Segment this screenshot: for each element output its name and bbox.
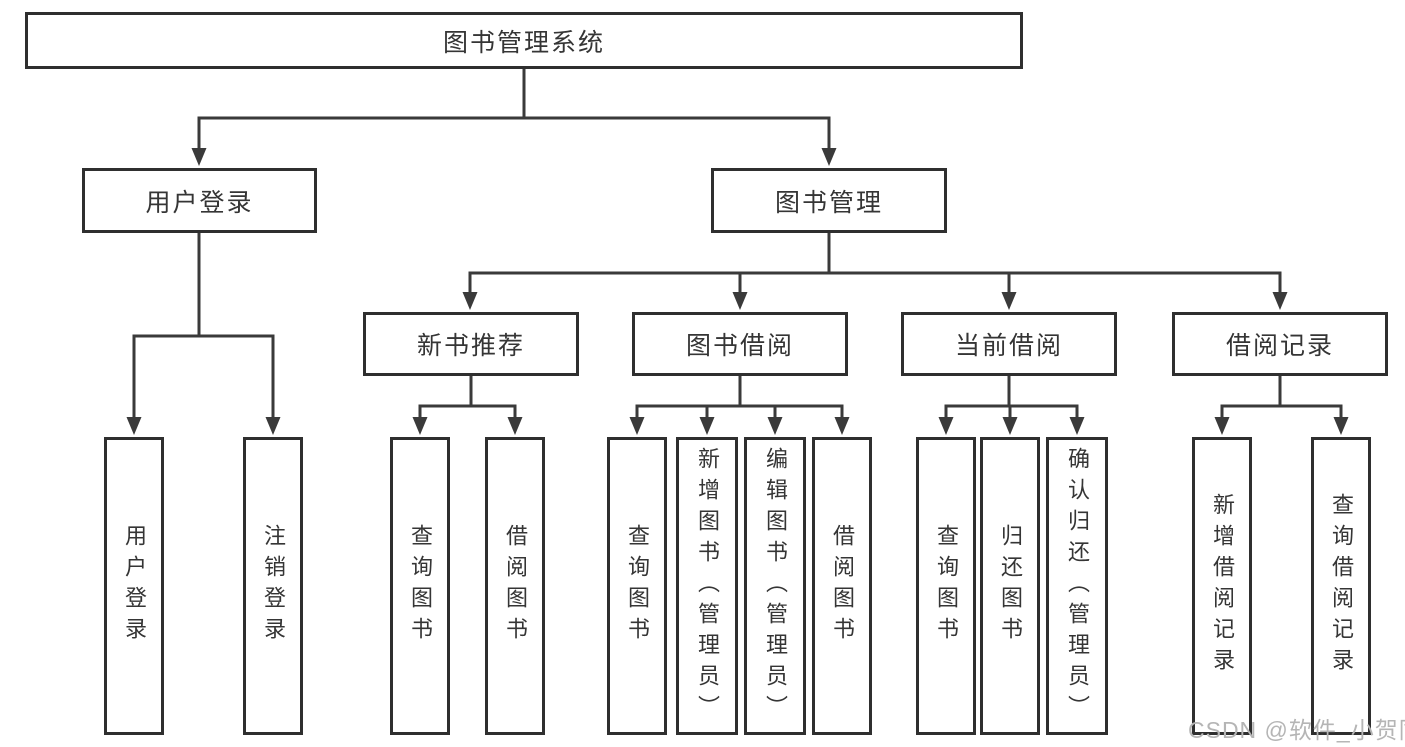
node-label: 注销登录 [261,524,286,648]
node-label: 查询图书 [625,524,650,648]
node-br-add-record: 新增借阅记录 [1192,437,1252,735]
node-label: 查询借阅记录 [1329,493,1354,679]
node-label: 用户登录 [145,188,254,217]
node-bb-query-book: 查询图书 [607,437,667,735]
arrowhead-down [1069,417,1085,435]
node-root: 图书管理系统 [25,12,1023,69]
arrowhead-down [834,417,850,435]
node-label: 图书管理系统 [442,28,605,57]
node-label: 借阅图书 [503,524,528,648]
node-bb-add-book: 新增图书（管理员） [676,437,738,735]
arrowhead-down [191,148,207,166]
arrowhead-down [126,417,142,435]
node-br-query-record: 查询借阅记录 [1311,437,1371,735]
node-label: 图书借阅 [685,332,794,360]
node-logout: 注销登录 [243,437,303,735]
arrowhead-down [629,417,645,435]
node-borrow-records: 借阅记录 [1172,312,1388,376]
watermark: CSDN @软件_小贺同学 [1188,717,1405,743]
node-label: 图书管理 [774,188,883,217]
node-new-books: 新书推荐 [363,312,579,376]
node-nb-borrow-book: 借阅图书 [485,437,545,735]
node-label: 新增借阅记录 [1210,493,1235,679]
node-label: 新增图书（管理员） [695,446,720,726]
arrowhead-down [412,417,428,435]
node-cb-query-book: 查询图书 [916,437,976,735]
arrowhead-down [507,417,523,435]
arrowhead-down [1002,417,1018,435]
node-user-login: 用户登录 [82,168,317,233]
arrowhead-down [462,292,478,310]
arrowhead-down [1214,417,1230,435]
node-bb-edit-book: 编辑图书（管理员） [744,437,806,735]
node-book-mgmt: 图书管理 [711,168,947,233]
node-label: 查询图书 [934,524,959,648]
arrowhead-down [821,148,837,166]
node-label: 当前借阅 [954,332,1063,360]
node-label: 编辑图书（管理员） [763,446,788,726]
node-label: 借阅记录 [1225,332,1334,360]
node-cb-confirm-return: 确认归还（管理员） [1046,437,1108,735]
node-login: 用户登录 [104,437,164,735]
arrowhead-down [699,417,715,435]
node-current-borrowing: 当前借阅 [901,312,1117,376]
node-bb-borrow-book: 借阅图书 [812,437,872,735]
node-cb-return-book: 归还图书 [980,437,1040,735]
node-label: 查询图书 [408,524,433,648]
node-label: 归还图书 [998,524,1023,648]
node-book-borrowing: 图书借阅 [632,312,848,376]
node-label: 借阅图书 [830,524,855,648]
node-label: 新书推荐 [416,332,525,360]
arrowhead-down [1001,292,1017,310]
arrowhead-down [938,417,954,435]
arrowhead-down [265,417,281,435]
node-label: 确认归还（管理员） [1065,446,1090,726]
arrowhead-down [767,417,783,435]
node-label: 用户登录 [122,524,147,648]
arrowhead-down [1333,417,1349,435]
node-nb-query-book: 查询图书 [390,437,450,735]
arrowhead-down [1272,292,1288,310]
arrowhead-down [732,292,748,310]
